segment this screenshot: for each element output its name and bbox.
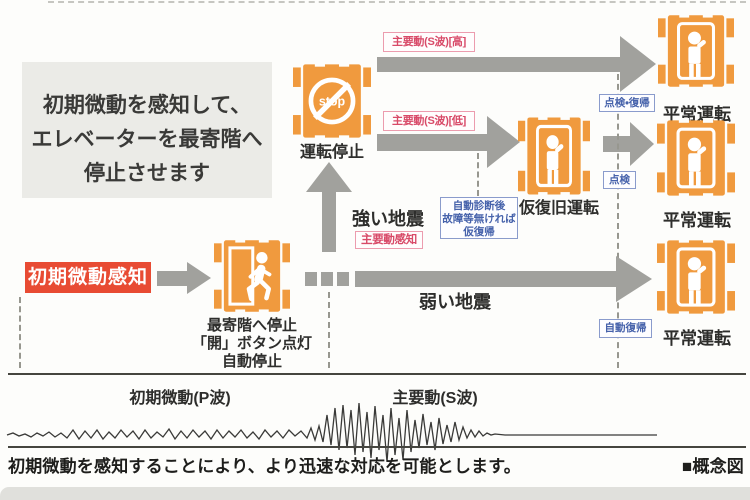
- swave-high-label: 主要動(S波)[高]: [383, 32, 475, 52]
- elevator-normal-mid-icon: [657, 118, 735, 198]
- elevator-normal-mid-label: 平常運転: [663, 211, 731, 230]
- arrow-weak-shaft: [355, 271, 616, 287]
- nearest-label-line2: 「開」ボタン点灯: [191, 336, 312, 352]
- elevator-nearest-floor-icon: [212, 238, 292, 314]
- arrow-swave-low-shaft: [377, 134, 487, 151]
- strong-quake-label: 強い地震: [352, 209, 424, 229]
- elevator-stopped-icon: [292, 62, 372, 140]
- elevator-normal-bottom-icon: [657, 238, 735, 316]
- inspect-return-box: 点検・復帰: [599, 94, 655, 112]
- intro-box: 初期微動を感知して、 エレベーターを最寄階へ 停止させます: [22, 62, 272, 198]
- arrow-swave-high-head: [620, 36, 656, 92]
- elevator-temp-restore-label: 仮復旧運転: [518, 200, 599, 217]
- elevator-normal-bottom-label: 平常運転: [663, 329, 731, 348]
- initial-tremor-badge: 初期微動感知: [25, 262, 151, 293]
- scan-artifact-bottom: [0, 487, 750, 500]
- arrow-start-head: [187, 262, 211, 294]
- nearest-label-line1: 最寄階へ停止: [206, 318, 297, 334]
- swave-low-label: 主要動(S波)[低]: [383, 111, 475, 131]
- arrow-weak-dash2: [321, 272, 333, 286]
- elevator-nearest-floor-label: 最寄階へ停止 「開」ボタン点灯 自動停止: [177, 317, 327, 371]
- arrow-weak-head: [616, 256, 652, 302]
- arrow-start-shaft: [157, 271, 187, 286]
- stop-icon: [293, 62, 371, 140]
- seismo-bottom-rule: [8, 446, 746, 448]
- swave-onset-dashed: [328, 292, 330, 368]
- swave-label: 主要動(S波): [392, 390, 478, 407]
- diagnosis-box: 自動診断後 故障等無ければ 仮復帰: [440, 197, 518, 239]
- diagnosis-line3: 仮復帰: [463, 226, 495, 238]
- arrow-weak-dash3: [337, 272, 349, 286]
- auto-return-box: 自動復帰: [599, 319, 652, 338]
- seismogram-waveform: [6, 402, 657, 463]
- standing-person-icon: [657, 238, 735, 316]
- intro-line-3: 停止させます: [84, 161, 210, 185]
- elevator-stopped-label: 運転停止: [299, 144, 364, 161]
- diagnosis-line1: 自動診断後: [452, 200, 506, 212]
- elevator-normal-top-icon: [657, 13, 735, 89]
- scan-artifact-top: [48, 1, 746, 3]
- weak-quake-label: 弱い地震: [419, 292, 491, 312]
- arrow-temp-to-normal-shaft: [603, 136, 630, 152]
- pwave-label: 初期微動(P波): [129, 390, 231, 407]
- footer-caption: 初期微動を感知することにより、より迅速な対応を可能とします。: [8, 457, 521, 476]
- pwave-onset-dashed: [19, 297, 21, 368]
- intro-line-2: エレベーターを最寄階へ: [31, 127, 263, 151]
- legend-label: ■概念図: [681, 457, 744, 476]
- standing-person-icon: [518, 115, 590, 197]
- intro-line-1: 初期微動を感知して、: [42, 93, 252, 117]
- arrow-swave-low-head: [487, 116, 520, 168]
- elevator-temp-restore-icon: [518, 115, 590, 197]
- arrow-strong-shaft: [322, 192, 336, 252]
- inspect-box: 点検: [603, 171, 636, 189]
- arrow-strong-head: [306, 162, 352, 192]
- arrow-swave-high-shaft: [377, 57, 620, 72]
- swave-detect-label: 主要動感知: [355, 231, 423, 249]
- connector-diagnosis: [477, 153, 479, 196]
- nearest-label-line3: 自動停止: [221, 354, 282, 370]
- running-person-icon: [214, 238, 290, 314]
- timeline-dashed-right: [617, 74, 619, 368]
- standing-person-icon: [658, 13, 734, 89]
- arrow-temp-to-normal-head: [630, 122, 654, 166]
- seismo-top-rule: [8, 373, 746, 375]
- standing-person-icon: [657, 118, 735, 198]
- arrow-weak-dash1: [305, 272, 317, 286]
- diagnosis-line2: 故障等無ければ: [442, 213, 516, 225]
